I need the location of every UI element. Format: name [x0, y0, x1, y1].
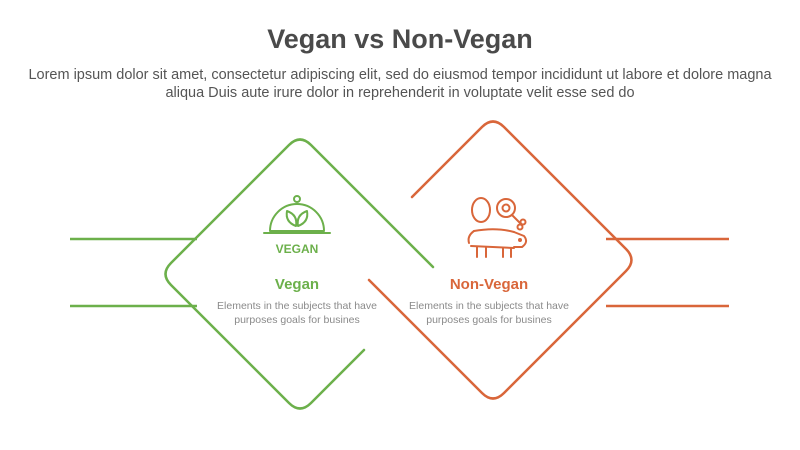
page-title: Vegan vs Non-Vegan: [267, 24, 533, 54]
food-cloche-leaf-icon: [263, 195, 331, 234]
vegan-badge-text: VEGAN: [276, 242, 319, 256]
meat-egg-pig-icon: [467, 197, 528, 258]
nonvegan-diamond-frame: [367, 120, 633, 400]
page-subtitle: Lorem ipsum dolor sit amet, consectetur …: [28, 67, 772, 101]
vegan-diamond-frame: [164, 138, 435, 410]
vegan-description: Elements in the subjects that have purpo…: [217, 300, 377, 326]
nonvegan-title: Non-Vegan: [449, 276, 529, 293]
nonvegan-description: Elements in the subjects that have purpo…: [409, 300, 569, 326]
vegan-title: Vegan: [274, 276, 320, 293]
